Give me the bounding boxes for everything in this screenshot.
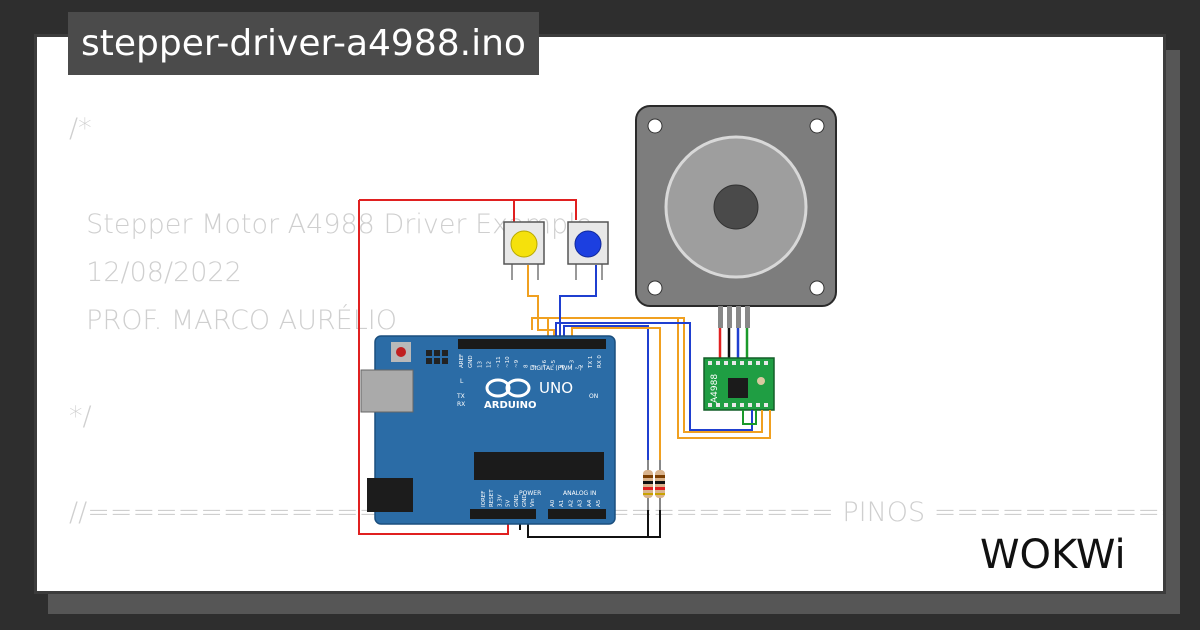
pin-label: ~9	[514, 359, 520, 368]
pin-label: 4	[560, 364, 566, 368]
wokwi-wordmark: WOKWi	[980, 532, 1126, 578]
wire-blue	[555, 322, 753, 431]
pin-label: 7	[533, 364, 539, 368]
code-line: 12/08/2022	[69, 257, 242, 288]
rx-label: RX	[457, 401, 465, 408]
code-line: PROF. MARCO AURÉLIO	[69, 305, 397, 336]
board-brand: ARDUINO	[484, 400, 536, 411]
on-label: ON	[589, 393, 598, 400]
driver-chip	[728, 378, 748, 398]
power-header	[470, 509, 536, 519]
analog-header	[548, 509, 606, 519]
button-cap	[574, 230, 602, 258]
motor-lead	[745, 306, 750, 328]
pin-label: ~6	[542, 359, 548, 368]
atmega-chip	[474, 452, 604, 480]
pin-label: IOREF	[481, 491, 487, 507]
pin-label: ~3	[569, 359, 575, 368]
pin-label: RX 0	[597, 355, 603, 368]
pin-label: GND	[514, 494, 520, 507]
pin-label: 8	[523, 364, 529, 368]
pin-label: A0	[550, 499, 556, 507]
wire-blue	[559, 265, 597, 340]
digital-header	[458, 339, 606, 349]
arduino-logo	[485, 378, 531, 398]
driver-label: A4988	[710, 374, 720, 403]
motor-lead	[727, 306, 732, 328]
pushbutton-blue[interactable]	[567, 221, 609, 280]
pin-label: A3	[578, 499, 584, 507]
pin-label: ~10	[505, 356, 511, 368]
pin-label: 12	[487, 361, 493, 368]
project-title[interactable]: stepper-driver-a4988.ino	[68, 12, 539, 75]
wire-orange	[527, 265, 555, 340]
pin-label: ~11	[496, 356, 502, 368]
wire-green	[742, 410, 757, 425]
pin-label: A5	[596, 499, 602, 507]
tx-label: TX	[456, 393, 465, 400]
digital-label: DIGITAL (PWM ~)	[530, 365, 582, 372]
wire-orange	[531, 317, 771, 439]
pin-label: A2	[568, 500, 574, 507]
pin-label: A4	[587, 499, 593, 507]
motor-lead	[736, 306, 741, 328]
code-line: */	[69, 401, 92, 432]
wire-blue	[563, 325, 649, 470]
motor-screw-hole	[809, 280, 825, 296]
wire-red	[359, 199, 577, 220]
arduino-uno[interactable]: UNO ARDUINO DIGITAL (PWM ~) POWER ANALOG…	[360, 335, 616, 525]
resistor[interactable]	[655, 460, 665, 510]
wire-orange	[571, 327, 661, 470]
motor-screw-hole	[647, 118, 663, 134]
pin-label: 5V	[506, 500, 512, 507]
resistor[interactable]	[643, 460, 653, 510]
pin-label: RESET	[489, 489, 495, 507]
driver-potentiometer	[757, 377, 765, 385]
pin-label: Vin	[530, 498, 536, 507]
l-label: L	[460, 378, 464, 385]
pushbutton-yellow[interactable]	[503, 221, 545, 280]
wokwi-logo[interactable]: WOKWi	[978, 526, 1150, 580]
usb-port	[360, 369, 414, 413]
motor-screw-hole	[809, 118, 825, 134]
button-cap	[510, 230, 538, 258]
power-label: POWER	[519, 490, 541, 497]
pin-label: A1	[559, 500, 565, 507]
motor-lead	[718, 306, 723, 328]
power-jack	[367, 478, 413, 512]
motor-shaft	[713, 184, 759, 230]
pin-label: GND	[468, 355, 474, 368]
analog-label: ANALOG IN	[563, 490, 596, 497]
pin-label: ~5	[551, 359, 557, 368]
pin-label: TX 1	[588, 356, 594, 369]
wire-orange	[547, 317, 763, 433]
a4988-driver[interactable]: A4988	[703, 357, 775, 411]
pin-label: GND	[522, 494, 528, 507]
board-model: UNO	[539, 379, 573, 397]
pin-label: 2	[579, 365, 585, 369]
code-line: /*	[69, 113, 92, 144]
pin-label: AREF	[459, 354, 465, 368]
pin-label: 3.3V	[497, 494, 503, 507]
stepper-motor[interactable]	[635, 105, 837, 328]
motor-screw-hole	[647, 280, 663, 296]
pin-label: 13	[477, 361, 483, 368]
wire-black	[527, 510, 661, 538]
